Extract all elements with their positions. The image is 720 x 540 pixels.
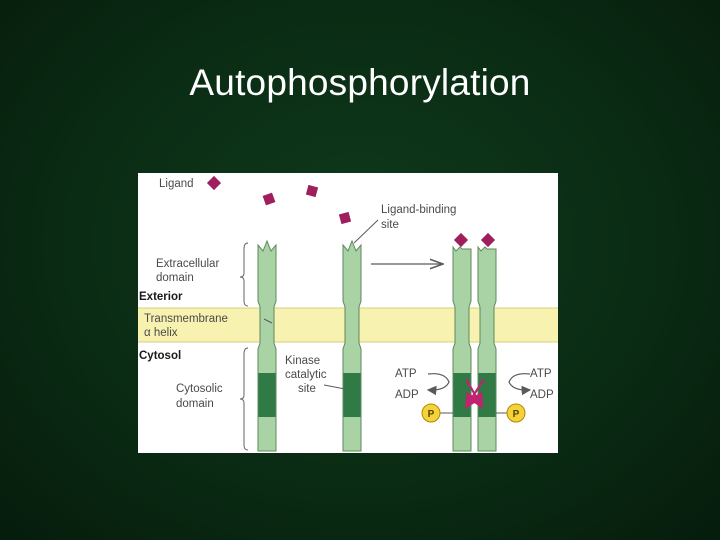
svg-text:P: P [428, 409, 435, 420]
atp-adp-arrow-right [508, 373, 532, 396]
kinase-domain-2 [343, 373, 361, 417]
receptor-autophosphorylation-diagram: P P Ligand Ligand-binding site Extracell… [138, 173, 558, 453]
slide-title: Autophosphorylation [189, 62, 531, 103]
kinase-label-3: site [298, 383, 316, 395]
extracellular-label-2: domain [156, 272, 194, 284]
kinase-domain-1 [258, 373, 276, 417]
transmembrane-pointer [263, 318, 273, 324]
atp-right-label: ATP [530, 368, 552, 380]
ligand-label: Ligand [159, 178, 194, 190]
bound-ligand-right [480, 232, 496, 248]
adp-right-label: ADP [530, 389, 554, 401]
diagram-svg: P P Ligand Ligand-binding site Extracell… [138, 173, 558, 453]
phosphate-left: P [421, 403, 453, 423]
transmembrane-label-2: α helix [144, 327, 178, 339]
kinase-pointer [323, 384, 346, 390]
adp-left-label: ADP [395, 389, 419, 401]
kinase-label-1: Kinase [285, 355, 320, 367]
cross-arrow-2 [464, 378, 485, 409]
free-ligand-2 [305, 184, 319, 198]
kinase-domain-dimer-right [478, 373, 496, 417]
receptor-monomer-2 [342, 239, 362, 452]
phosphate-right: P [496, 403, 526, 423]
ligand-binding-label-1: Ligand-binding [381, 204, 456, 216]
ligand-binding-label-2: site [381, 219, 399, 231]
receptor-dimer-right [477, 245, 497, 452]
receptor-dimer-left [452, 245, 472, 452]
extracellular-bracket [239, 242, 249, 307]
extracellular-label-1: Extracellular [156, 258, 219, 270]
free-ligand-1 [262, 192, 276, 206]
cytosolic-label-1: Cytosolic [176, 383, 223, 395]
svg-text:P: P [513, 409, 520, 420]
kinase-domain-dimer-left [453, 373, 471, 417]
cytosolic-bracket [239, 347, 249, 451]
kinase-label-2: catalytic [285, 369, 327, 381]
atp-left-label: ATP [395, 368, 417, 380]
transmembrane-label-1: Transmembrane [144, 313, 228, 325]
atp-adp-arrow-left [426, 373, 450, 396]
exterior-label: Exterior [139, 291, 183, 303]
bound-ligand-left [453, 232, 469, 248]
free-ligand-3 [338, 211, 352, 225]
cytosolic-label-2: domain [176, 398, 214, 410]
cytosol-label: Cytosol [139, 350, 181, 362]
receptor-monomer-1 [257, 239, 277, 452]
binding-site-pointer [353, 219, 379, 244]
